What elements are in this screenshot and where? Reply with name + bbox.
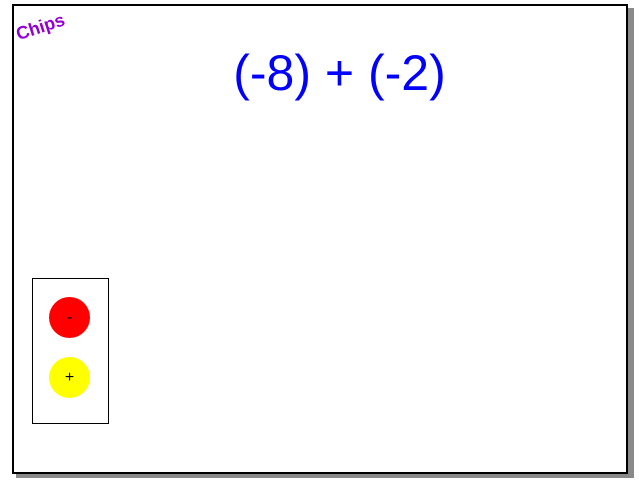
workspace-board[interactable] [12, 4, 628, 474]
negative-chip[interactable]: - [49, 297, 90, 338]
positive-chip[interactable]: + [49, 357, 90, 398]
problem-expression: (-8) + (-2) [233, 45, 446, 101]
negative-chip-symbol: - [66, 308, 73, 326]
chip-palette: - + [32, 278, 109, 424]
positive-chip-symbol: + [64, 368, 75, 386]
